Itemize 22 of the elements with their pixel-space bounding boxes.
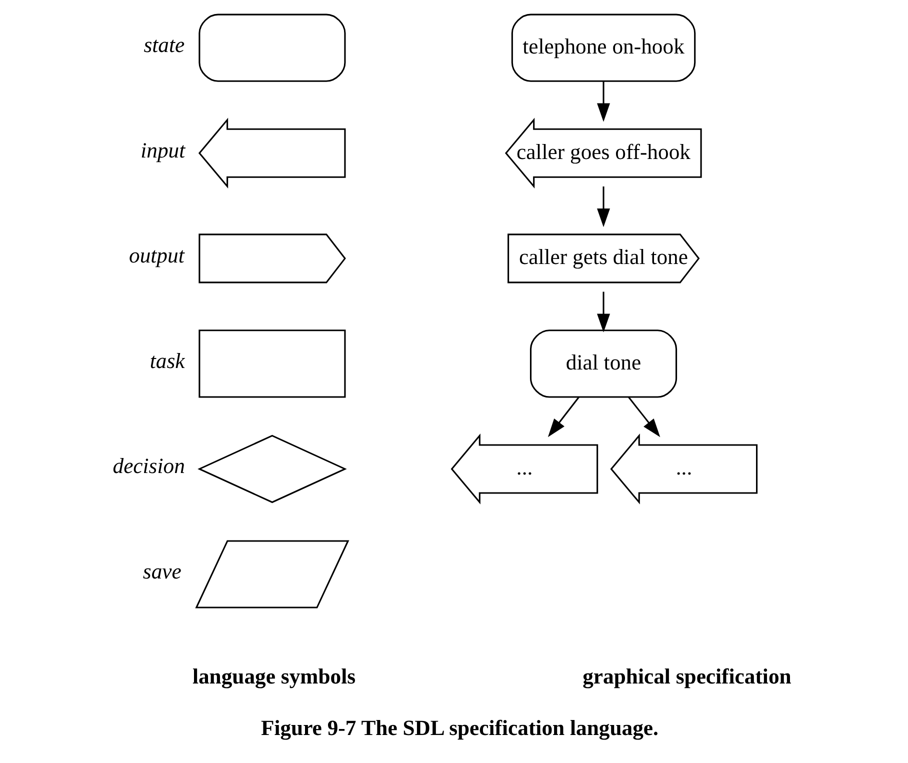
node-stadium xyxy=(198,14,346,82)
node-label: output xyxy=(128,244,184,268)
node-label: input xyxy=(140,138,185,162)
node-box: telephone on-hook xyxy=(510,14,696,82)
node-parallelogram xyxy=(194,540,349,608)
node-pentagon xyxy=(198,234,346,284)
node-box xyxy=(198,330,346,398)
node-box: dial tone xyxy=(529,330,677,398)
node-label: task xyxy=(149,348,184,373)
arrow xyxy=(547,396,580,438)
label: graphical specification xyxy=(582,664,791,689)
node-label: save xyxy=(142,559,181,584)
node-label: decision xyxy=(112,454,184,478)
label: language symbols xyxy=(192,664,356,689)
caption: Figure 9-7 The SDL specification language. xyxy=(260,716,658,740)
arrow xyxy=(596,186,610,228)
node-diamond xyxy=(197,434,346,504)
node-label: state xyxy=(143,33,184,58)
arrow xyxy=(596,292,610,332)
node-notch xyxy=(198,118,346,189)
arrow xyxy=(596,81,610,122)
arrow xyxy=(627,396,660,438)
